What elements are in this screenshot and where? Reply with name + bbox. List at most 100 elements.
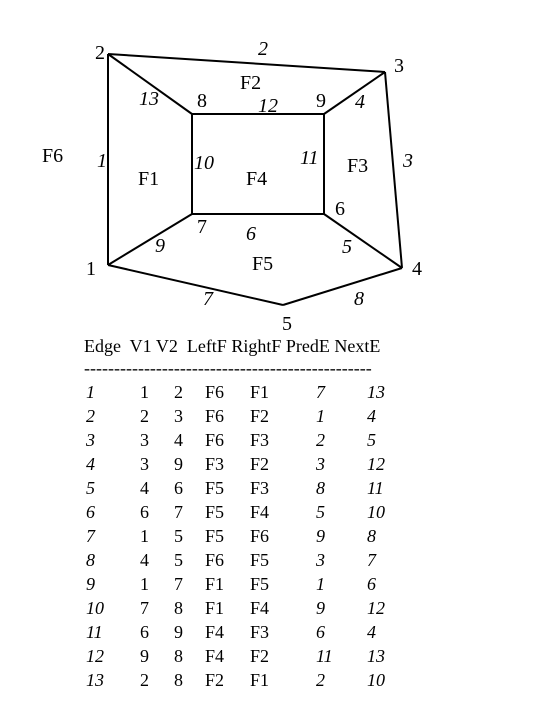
cell-v2: 2 <box>174 382 183 402</box>
cell-v1: 2 <box>140 406 149 426</box>
cell-edge: 13 <box>86 670 104 690</box>
table-separator: ----------------------------------------… <box>84 358 372 378</box>
cell-next-edge: 8 <box>367 526 376 546</box>
vertex-label-7: 7 <box>197 216 207 238</box>
edge-line-3 <box>384 71 403 269</box>
edge-label-8: 8 <box>354 288 364 310</box>
face-label-f6: F6 <box>42 145 63 167</box>
cell-next-edge: 5 <box>367 430 376 450</box>
edge-line-9 <box>107 213 193 266</box>
edge-line-7 <box>107 264 284 306</box>
cell-v2: 8 <box>174 670 183 690</box>
cell-v1: 6 <box>140 502 149 522</box>
edge-label-3: 3 <box>402 150 413 172</box>
cell-edge: 1 <box>86 382 95 402</box>
cell-right-face: F2 <box>250 454 270 474</box>
cell-left-face: F1 <box>205 598 225 618</box>
face-label-f3: F3 <box>347 155 368 177</box>
cell-v1: 4 <box>140 478 149 498</box>
cell-right-face: F3 <box>250 622 270 642</box>
cell-next-edge: 10 <box>367 670 385 690</box>
cell-left-face: F4 <box>205 646 225 666</box>
cell-pred-edge: 2 <box>316 430 325 450</box>
edge-label-13: 13 <box>139 88 159 110</box>
cell-v1: 7 <box>140 598 149 618</box>
cell-next-edge: 11 <box>367 478 384 498</box>
cell-pred-edge: 11 <box>316 646 333 666</box>
cell-left-face: F3 <box>205 454 225 474</box>
edge-line-8 <box>282 267 403 306</box>
vertex-labels: 1 2 3 4 5 6 7 8 9 <box>86 42 422 330</box>
cell-right-face: F3 <box>250 430 270 450</box>
cell-v1: 4 <box>140 550 149 570</box>
cell-v2: 5 <box>174 550 183 570</box>
cell-edge: 8 <box>86 550 95 570</box>
cell-v2: 7 <box>174 574 183 594</box>
face-label-f1: F1 <box>138 168 159 190</box>
cell-v1: 9 <box>140 646 149 666</box>
cell-v2: 8 <box>174 598 183 618</box>
cell-v2: 8 <box>174 646 183 666</box>
cell-v2: 9 <box>174 454 183 474</box>
edge-label-7: 7 <box>203 288 214 310</box>
cell-left-face: F5 <box>205 478 225 498</box>
cell-left-face: F6 <box>205 406 225 426</box>
cell-left-face: F5 <box>205 502 225 522</box>
cell-pred-edge: 9 <box>316 598 325 618</box>
cell-next-edge: 7 <box>367 550 376 570</box>
cell-v2: 7 <box>174 502 183 522</box>
cell-left-face: F6 <box>205 382 225 402</box>
cell-right-face: F4 <box>250 502 270 522</box>
edge-label-2: 2 <box>258 38 268 60</box>
cell-right-face: F4 <box>250 598 270 618</box>
cell-pred-edge: 5 <box>316 502 325 522</box>
edge-line-4 <box>323 71 386 115</box>
cell-v1: 3 <box>140 430 149 450</box>
cell-pred-edge: 2 <box>316 670 325 690</box>
cell-edge: 10 <box>86 598 104 618</box>
cell-left-face: F2 <box>205 670 225 690</box>
cell-v2: 6 <box>174 478 183 498</box>
cell-next-edge: 10 <box>367 502 385 522</box>
edge-label-11: 11 <box>300 147 319 169</box>
cell-next-edge: 4 <box>367 406 376 426</box>
vertex-label-5: 5 <box>282 313 292 330</box>
cell-right-face: F5 <box>250 550 270 570</box>
cell-left-face: F6 <box>205 550 225 570</box>
edge-label-5: 5 <box>342 236 352 258</box>
cell-edge: 9 <box>86 574 95 594</box>
cell-pred-edge: 3 <box>316 454 325 474</box>
face-label-f4: F4 <box>246 168 267 190</box>
cell-right-face: F2 <box>250 646 270 666</box>
cell-left-face: F1 <box>205 574 225 594</box>
cell-v2: 4 <box>174 430 183 450</box>
cell-edge: 6 <box>86 502 95 522</box>
cell-edge: 7 <box>86 526 95 546</box>
cell-v2: 9 <box>174 622 183 642</box>
cell-edge: 11 <box>86 622 103 642</box>
edge-label-9: 9 <box>155 235 165 257</box>
table-header: Edge V1 V2 LeftF RightF PredE NextE <box>84 336 381 356</box>
edge-label-4: 4 <box>355 91 365 113</box>
cell-next-edge: 6 <box>367 574 376 594</box>
edge-labels: 1 2 3 4 5 6 7 8 9 10 11 12 13 <box>97 38 413 310</box>
cell-right-face: F2 <box>250 406 270 426</box>
cell-right-face: F1 <box>250 382 270 402</box>
diagram-edges <box>107 53 403 306</box>
cell-right-face: F6 <box>250 526 270 546</box>
cell-edge: 12 <box>86 646 104 666</box>
face-label-f2: F2 <box>240 72 261 94</box>
edge-label-1: 1 <box>97 150 107 172</box>
cell-v1: 1 <box>140 382 149 402</box>
edge-label-6: 6 <box>246 223 256 245</box>
cell-edge: 5 <box>86 478 95 498</box>
